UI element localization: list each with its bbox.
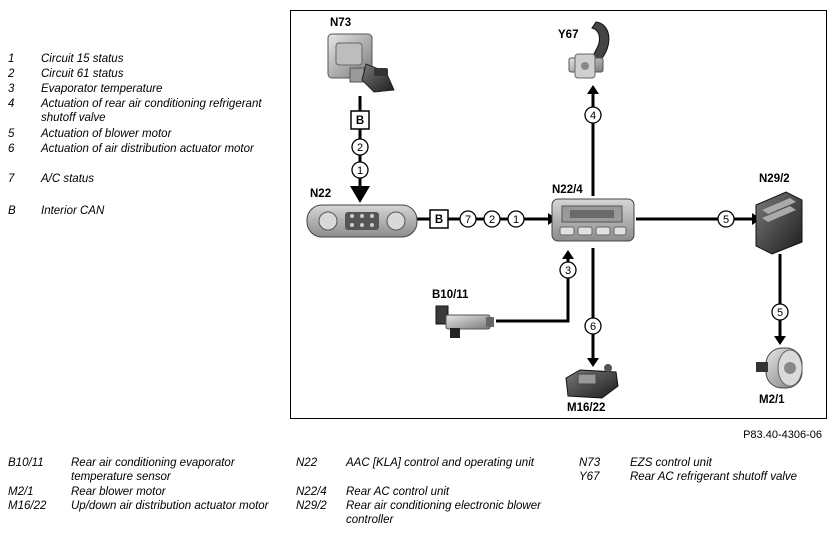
arrowhead — [774, 336, 786, 345]
legend-number: 4 — [8, 98, 15, 110]
bus-box-vertical: B — [350, 110, 370, 130]
legend-number: B — [8, 205, 16, 217]
signal-2-vertical: 2 — [351, 138, 369, 156]
signal-4: 4 — [584, 106, 602, 124]
bus-label: B — [356, 115, 364, 127]
legend-number: 1 — [8, 53, 15, 65]
legend-number: 6 — [8, 143, 15, 155]
component-desc: Rear AC refrigerant shutoff valve — [630, 471, 798, 483]
n73-ignition-switch — [327, 33, 395, 93]
svg-text:6: 6 — [590, 321, 596, 333]
signal-2: 2 — [483, 210, 501, 228]
label-m16-22: M16/22 — [567, 402, 605, 414]
component-code: N22/4 — [296, 486, 327, 498]
legend-text: Actuation of rear air conditioning refri… — [41, 98, 262, 124]
label-m2-1: M2/1 — [759, 394, 785, 406]
label-n22-4: N22/4 — [552, 184, 583, 196]
n22-control-panel — [306, 204, 418, 238]
signal-6: 6 — [584, 317, 602, 335]
label-b10-11: B10/11 — [432, 289, 469, 301]
svg-text:7: 7 — [465, 214, 471, 226]
svg-text:1: 1 — [357, 165, 363, 177]
component-code: N29/2 — [296, 500, 327, 512]
n29-2-blower-controller — [755, 191, 803, 255]
component-code: B10/11 — [8, 457, 44, 469]
signal-5-vertical: 5 — [771, 303, 789, 321]
component-code: M16/22 — [8, 500, 47, 512]
bus-box-horizontal: B — [429, 209, 449, 229]
legend-text: Interior CAN — [41, 205, 105, 217]
arrowhead — [587, 358, 599, 367]
legend-text: Circuit 15 status — [41, 53, 124, 65]
component-desc: Up/down air distribution actuator motor — [71, 500, 269, 512]
component-desc: AAC [KLA] control and operating unit — [346, 457, 534, 469]
legend-text: Evaporator temperature — [41, 83, 163, 95]
arrowhead-big — [350, 186, 370, 203]
legend-text: A/C status — [41, 173, 95, 185]
legend-number: 7 — [8, 173, 15, 185]
legend-number: 5 — [8, 128, 15, 140]
component-code: N73 — [579, 457, 601, 469]
m16-22-actuator-motor — [565, 364, 619, 399]
svg-text:2: 2 — [357, 142, 363, 154]
legend-text: Actuation of blower motor — [41, 128, 172, 140]
reference-number: P83.40-4306-06 — [743, 429, 822, 441]
legend-text: Actuation of air distribution actuator m… — [41, 143, 254, 155]
arrowheads — [350, 85, 786, 367]
b10-11-temperature-sensor — [435, 305, 494, 338]
svg-text:3: 3 — [565, 265, 571, 277]
legend-number: 3 — [8, 83, 15, 95]
signal-5-horizontal: 5 — [717, 210, 735, 228]
signal-1: 1 — [507, 210, 525, 228]
component-desc: Rear blower motor — [71, 486, 166, 498]
label-y67: Y67 — [558, 29, 578, 41]
component-code: N22 — [296, 457, 318, 469]
svg-text:2: 2 — [489, 214, 495, 226]
label-n22: N22 — [310, 188, 331, 200]
wiring-diagram: B B 2 1 7 2 1 4 5 5 3 6 N73 Y67 — [306, 17, 803, 414]
signal-1-vertical: 1 — [351, 161, 369, 179]
m2-1-blower-motor — [756, 347, 803, 389]
component-desc: EZS control unit — [630, 457, 712, 469]
svg-text:1: 1 — [513, 214, 519, 226]
svg-text:4: 4 — [590, 110, 596, 122]
n22-4-control-unit — [551, 198, 635, 242]
bus-label: B — [435, 214, 443, 226]
label-n29-2: N29/2 — [759, 173, 790, 185]
signal-7: 7 — [459, 210, 477, 228]
y67-shutoff-valve — [568, 21, 610, 79]
signal-3: 3 — [559, 261, 577, 279]
component-desc: Rear air conditioning evaporator tempera… — [71, 457, 235, 483]
component-desc: Rear air conditioning electronic blower … — [346, 500, 541, 526]
signal-circles: 2 1 7 2 1 4 5 5 3 6 — [351, 106, 789, 335]
component-desc: Rear AC control unit — [346, 486, 450, 498]
legend-number: 2 — [8, 68, 15, 80]
arrowhead — [587, 85, 599, 94]
svg-text:5: 5 — [723, 214, 729, 226]
component-code: M2/1 — [8, 486, 34, 498]
diagram-frame — [290, 10, 827, 419]
component-code: Y67 — [579, 471, 600, 483]
legend-text: Circuit 61 status — [41, 68, 124, 80]
arrowhead — [562, 250, 574, 259]
label-n73: N73 — [330, 17, 351, 29]
svg-text:5: 5 — [777, 307, 783, 319]
line-b10-11-n22-4 — [496, 256, 570, 323]
